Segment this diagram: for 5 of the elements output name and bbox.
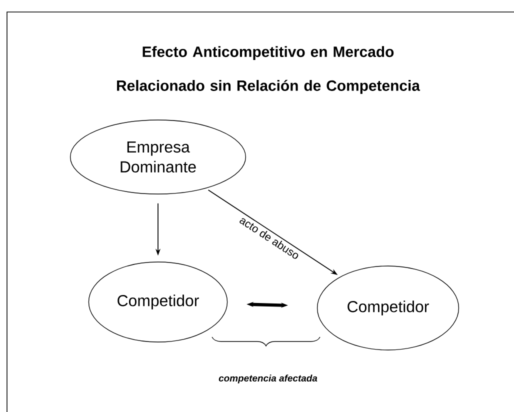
brace-label: competencia afectada <box>218 374 318 384</box>
ellipse-node: Competidor <box>316 266 460 350</box>
ellipse-node: Competidor <box>88 262 228 342</box>
ellipse-node: Empresa Dominante <box>70 120 246 194</box>
title: Efecto Anticompetitivo en Mercado Relacionado sin Relación de Competencia <box>117 46 420 94</box>
